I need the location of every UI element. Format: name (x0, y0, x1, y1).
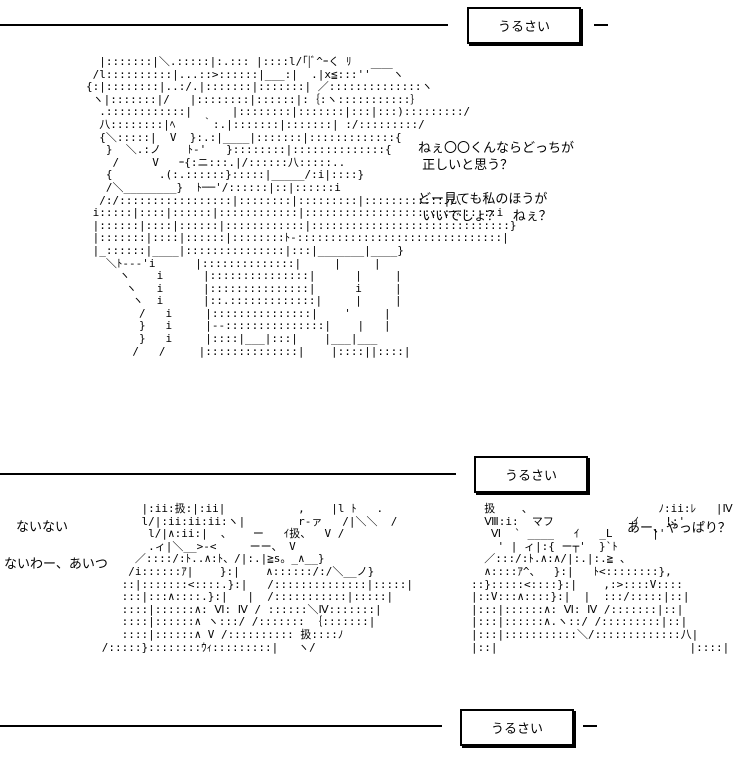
caption-text: うるさい (490, 722, 543, 737)
ascii-art-line: / / |::::::::::::::| |::::||::::| (86, 344, 411, 358)
ascii-art-line: :::|:::∧::::.}:| | /:::::::::::|:::::| (62, 590, 394, 604)
bottom-right-dash (583, 725, 597, 727)
ascii-art-line: 扱 、 ﾉ:ii:ﾚ |Ⅳ (418, 502, 733, 515)
ascii-art-line: ::::|::::::∧: Ⅵ: Ⅳ / ::::::＼Ⅳ:::::::| (62, 602, 382, 616)
bottom-rule (0, 725, 442, 727)
ascii-art-line: 八::::::::|ﾍ ｀:.|:::::::|:::::::| :/:::::… (86, 117, 425, 131)
ascii-art-line: /l::::::::::|...::>::::::|___:| .|x≦:::'… (86, 67, 404, 81)
caption-box-2: うるさい (474, 456, 588, 493)
ascii-art-line: ∧::::ｱ^、 }:| ﾄ<::::::::}, (418, 564, 672, 578)
dialogue-line (418, 174, 574, 191)
dialogue-naiwa: ないわー、あいつ (4, 557, 108, 572)
ascii-art-line: ヽ i |:::::::::::::::| i | (86, 281, 402, 295)
ascii-art-line: } i |--:::::::::::::::| | | (86, 319, 391, 333)
ascii-art-line: / V ｰ{:ニ:::.|/::::::八:::::.. (86, 155, 346, 169)
ascii-art-line: ::::|::::::∧ ヽ:::/ /::::::: ｛:::::::| (62, 615, 376, 629)
ascii-art-line: |:::::::|::::|::::::|::::::::ﾄ-:::::::::… (86, 231, 509, 245)
ascii-art-line: ／:::/:ﾄ.∧:∧/|:.|:.≧ 、 (418, 552, 631, 566)
ascii-art-line: Ⅵ ` ____ ｲ _L |' (418, 527, 666, 541)
dialogue-line: いいでしょ？ ねぇ？ (418, 209, 552, 224)
ascii-art-right-figure: 扱 、 ﾉ:ii:ﾚ |Ⅳ Ⅷ:i: マフ ｲ !;' Ⅵ ` ____ ｲ _… (418, 502, 733, 654)
dialogue-line: ねぇ〇〇くんならどっちが (418, 141, 575, 156)
ascii-art-line: l/|∧:ii:| ､ ー ｲ扱、 V / (62, 527, 345, 541)
ascii-art-line: |:::::::|＼.:::::|:.::: |::::l/｢|ﾞ^ｰく ﾘ (86, 55, 352, 68)
ascii-art-line: { .(:.::::::}:::::|_____/:i|::::} (86, 168, 365, 182)
ascii-art-line: /＼________} ﾄ──'/::::::|::|::::::i (86, 180, 341, 194)
ascii-art-line: /:::::}::::::::ｳｨ:::::::::| ヽ/ (62, 640, 316, 654)
caption-text: うるさい (504, 469, 557, 484)
top-rule (0, 24, 448, 26)
ascii-art-line: / i |:::::::::::::::| ' | (86, 306, 391, 320)
ascii-art-line: |:::|:::::::::::＼/:::::::::::::八| (418, 627, 699, 641)
ascii-art-line: ::}:::::<::::}:| ,:>::::V:::: (418, 577, 683, 591)
ascii-art-line: ::::|::::::∧ V /:::::::::: 扱::::ﾉ (62, 627, 344, 641)
dialogue-yappari: あー、やっぱり？ (627, 521, 731, 536)
ascii-art-line: |::| |::::| (418, 640, 730, 654)
ascii-art-line: ヽ i |:::::::::::::::| | | (86, 269, 402, 283)
ascii-art-line: |:ii:扱:|:ii| , |l ﾄ . (62, 502, 384, 515)
caption-box-1: うるさい (467, 7, 581, 44)
ascii-art-line: Ⅷ:i: マフ ｲ !;' (418, 514, 686, 528)
ascii-art-line: |::V:::∧::::}:| | :::/:::::|::| (418, 590, 690, 604)
ascii-art-line: |:::|::::::∧: Ⅵ: Ⅳ /:::::::|::| (418, 602, 684, 616)
dialogue-right: ねぇ〇〇くんならどっちが 正しいと思う？ どー見ても私のほうが いいでしょ？ ね… (418, 106, 574, 242)
dialogue-line: どー見ても私のほうが (418, 192, 548, 207)
dialogue-line: 正しいと思う？ (418, 158, 514, 173)
ascii-art-left-figures: |:ii:扱:|:ii| , |l ﾄ . l/|:ii:ii:ii:ヽ| r‐… (62, 502, 413, 654)
ascii-art-line: ' | ィ|:{ ー┬' }`ﾄ (418, 539, 618, 553)
middle-rule (0, 473, 456, 475)
ascii-art-line: {:|::::::::|..:/.|:::::::|:::::::| ／::::… (86, 80, 433, 94)
ascii-art-line: /i::::::ｱ| }:| ∧::::::/:/＼__ノ} (62, 564, 375, 578)
ascii-art-line: .ィ|＼__>‐< ーー、 V (62, 539, 296, 553)
ascii-art-line: } ＼.:ノ ﾄ-' }::::::::|::::::::::::::{ (86, 143, 392, 157)
ascii-art-line: ＼ﾄ---'i |::::::::::::::| | | (86, 256, 381, 270)
ascii-art-line: /:/:::::::::::::::::|::::::::|:::::::::|… (86, 193, 462, 207)
ascii-art-line: |_::::::|____|:::::::::::::::|:::|______… (86, 243, 404, 257)
dialogue-nainai: ないない (16, 520, 69, 535)
ascii-art-line: |::::::|::::|::::::|::::::::::::|:::::::… (86, 218, 517, 232)
top-right-dash (594, 24, 608, 26)
caption-text: うるさい (497, 20, 550, 35)
ascii-art-line: .::::::::::::| |::::::::|:::::::|:::|:::… (86, 105, 471, 119)
ascii-art-line: i:::::|::::|::::::|::::::::::::|::::::::… (86, 206, 504, 220)
ascii-art-line: l/|:ii:ii:ii:ヽ| r‐ァ /|＼＼ / (62, 514, 398, 528)
ascii-art-line: ::|:::::::<::::.}:| /::::::::::::::|::::… (62, 577, 413, 591)
ascii-art-line: ヽ|:::::::|/ |::::::::|::::::|:｛:ヽ:::::::… (86, 92, 422, 106)
ascii-art-line: } i |::::|___|:::| |___|___ (86, 332, 378, 346)
ascii-art-two-girls: |:::::::|＼.:::::|:.::: |::::l/｢|ﾞ^ｰく ﾘ /… (86, 55, 517, 358)
ascii-art-line: ヽ i |::.:::::::::::::| | | (86, 294, 402, 308)
ascii-art-line: ／::::/:ﾄ..∧:ﾄ、/|:.|≧s。_∧__} (62, 552, 325, 566)
ascii-art-line: |:::|::::::∧.ヽ::/ /:::::::::|::| (418, 615, 688, 629)
ascii-art-line: {＼:::::| V }:.:|____|:::::::|:::::::::::… (86, 130, 402, 144)
caption-box-3: うるさい (460, 709, 574, 746)
